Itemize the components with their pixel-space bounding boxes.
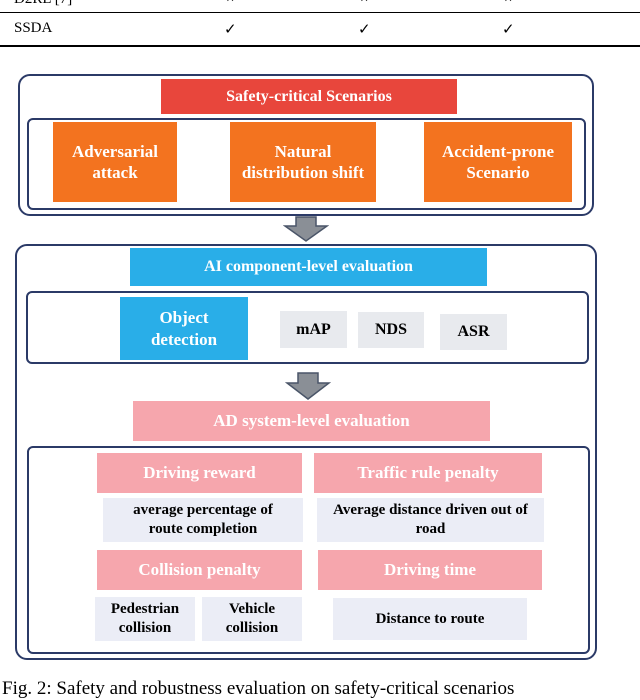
driving-reward-detail: average percentage of route completion [103, 498, 303, 542]
scenarios-inner-frame [27, 118, 586, 210]
pedestrian-collision: Pedestrian collision [95, 597, 195, 641]
driving-time-label: Driving time [318, 550, 542, 590]
metric-asr: ASR [440, 314, 507, 350]
scenario-distribution-shift: Natural distribution shift [230, 122, 376, 202]
table-rule [0, 12, 640, 13]
evaluation-frame [15, 244, 597, 660]
system-inner-frame [27, 446, 590, 654]
vehicle-collision: Vehicle collision [202, 597, 302, 641]
table-bottom-rule [0, 45, 640, 47]
scenario-accident-prone: Accident-prone Scenario [424, 122, 572, 202]
figure-caption: Fig. 2: Safety and robustness evaluation… [2, 678, 515, 699]
traffic-rule-detail: Average distance driven out of road [317, 498, 544, 542]
scenarios-title: Safety-critical Scenarios [161, 79, 457, 114]
collision-penalty-label: Collision penalty [97, 550, 302, 590]
driving-reward-label: Driving reward [97, 453, 302, 493]
table-cell-method: SSDA [14, 20, 53, 36]
traffic-rule-label: Traffic rule penalty [314, 453, 542, 493]
component-title: AI component-level evaluation [130, 248, 487, 286]
component-inner-frame [26, 291, 589, 364]
table-cell-mark: × [226, 0, 234, 8]
object-detection-box: Object detection [120, 297, 248, 360]
table-cell-mark: ✓ [224, 22, 237, 38]
down-arrow-icon [285, 372, 331, 400]
table-cell-method: D2RL [7] [14, 0, 72, 8]
system-title: AD system-level evaluation [133, 401, 490, 441]
table-cell-mark: × [504, 0, 512, 8]
table-cell-mark: ✓ [358, 22, 371, 38]
down-arrow-icon [283, 216, 329, 242]
metric-map: mAP [280, 311, 347, 348]
table-cell-mark: × [360, 0, 368, 8]
metric-nds: NDS [358, 312, 424, 348]
scenarios-frame [18, 74, 594, 216]
table-cell-mark: ✓ [502, 22, 515, 38]
scenario-adversarial-attack: Adversarial attack [53, 122, 177, 202]
distance-to-route: Distance to route [333, 598, 527, 640]
